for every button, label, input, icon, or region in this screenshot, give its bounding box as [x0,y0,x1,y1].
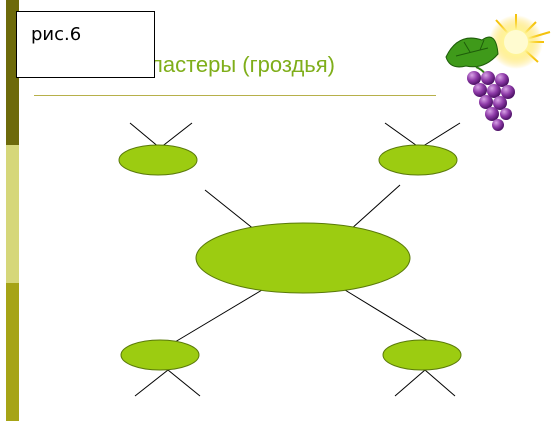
edge-center-bottom-left [174,289,263,343]
node-bottom-left [120,339,200,371]
node-top-right [378,144,458,176]
left-bar-segment-middle [6,145,19,283]
branch-top-left-a [129,122,161,149]
figure-label: рис.6 [16,11,155,78]
node-bottom-right [382,339,462,371]
branch-bottom-right-a [394,369,426,397]
title-underline [34,95,436,96]
edge-center-top-left [204,189,256,231]
left-accent-bar [6,0,19,421]
branch-bottom-left-a [134,369,169,397]
slide-title: ластеры (гроздья) [150,52,336,77]
left-bar-segment-bottom [6,283,19,421]
left-bar-segment-top [6,0,19,145]
edge-center-top-right [349,184,401,231]
branch-top-right-b [419,122,461,149]
branch-bottom-left-b [167,369,201,397]
node-top-left [118,144,198,176]
grape-bunch-with-sun-icon [445,14,551,131]
branch-bottom-right-b [424,369,456,397]
branch-top-right-a [384,122,421,149]
branch-top-left-b [159,122,193,149]
edge-center-bottom-right [344,289,431,343]
node-center [195,222,411,294]
